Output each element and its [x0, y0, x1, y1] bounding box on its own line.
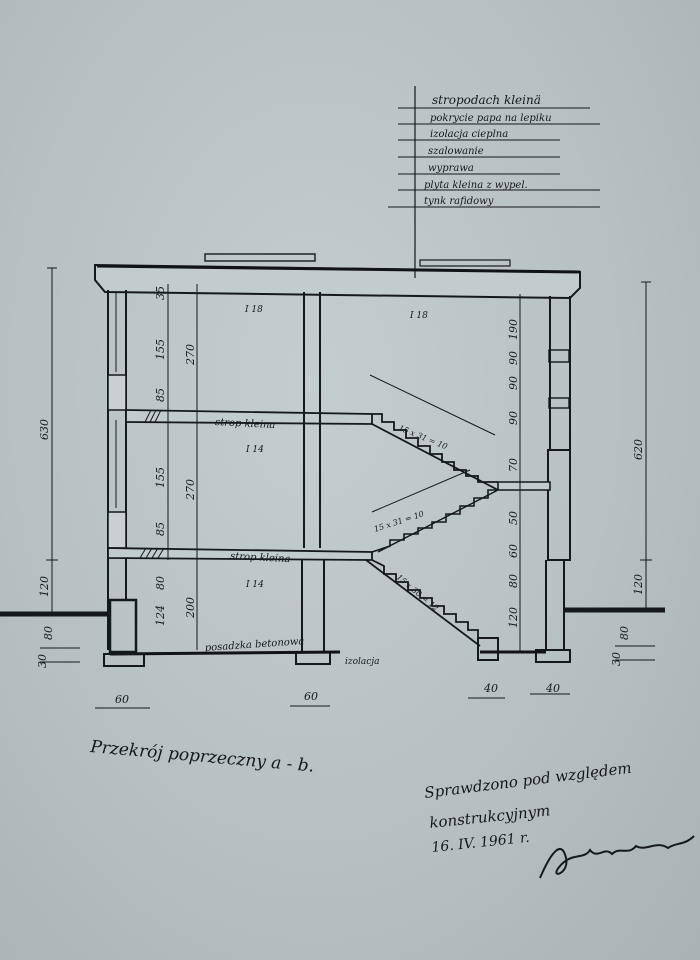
structural-labels: strop kleina strop kleina posadzka beton…: [204, 305, 448, 667]
dim-col-b-2: 270: [184, 479, 197, 501]
dim-right-col-2: 90: [507, 351, 520, 365]
dim-right-total: 620: [632, 439, 645, 460]
dim-left-30: 30: [36, 654, 49, 668]
dim-right-col-8: 80: [507, 574, 520, 588]
legend-line-2: pokrycie papa na lepiku: [430, 113, 552, 124]
dim-col-a-1: 155: [154, 339, 167, 360]
label-stair-upper: 15 x 31 = 10: [397, 424, 449, 452]
dim-left-total: 630: [38, 419, 51, 440]
label-strop-upper: strop kleina: [215, 417, 276, 431]
slab-hatching: [139, 409, 165, 559]
dim-right-col-3: 90: [507, 376, 520, 390]
handrail-lower: [371, 469, 471, 513]
central-column: [295, 292, 331, 665]
label-strop-lower: strop kleina: [230, 551, 291, 565]
dim-right-col-9: 120: [507, 607, 520, 628]
dim-col-a-5: 80: [154, 576, 167, 590]
dim-right-80: 80: [618, 626, 631, 640]
label-insulation: izolacja: [345, 657, 379, 667]
legend-line-7: tynk rafidowy: [424, 196, 494, 207]
dim-right-col-7: 60: [507, 544, 520, 558]
dim-col-a-4: 85: [154, 522, 167, 536]
dim-right-30: 30: [610, 652, 623, 666]
roof-vent: [419, 259, 511, 267]
approval-line-1: Sprawdzono pod względem: [423, 759, 632, 802]
stair-upper-flight: [371, 413, 499, 491]
dim-bottom-2: 60: [304, 690, 318, 703]
label-beam-top-2: I 18: [409, 311, 428, 321]
legend-line-1: stropodach kleinä: [432, 93, 541, 107]
dim-right-col-6: 50: [507, 511, 520, 525]
dim-col-b-3: 200: [184, 597, 197, 619]
section-caption: Przekrój poprzeczny a - b.: [89, 737, 315, 777]
left-footing: [103, 653, 145, 667]
label-beam-low: I 14: [245, 580, 264, 590]
approval-date: 16. IV. 1961 r.: [431, 830, 531, 856]
ground-floor-line: [109, 650, 341, 656]
stair-landing: [497, 481, 551, 491]
left-wall: [107, 290, 138, 654]
dim-col-b-ground: 124: [154, 605, 167, 626]
label-stair-low: 15 x 30 = 12: [395, 573, 441, 613]
stair-middle-flight: [371, 489, 499, 553]
right-wall: [480, 296, 571, 663]
approval-line-2: konstrukcyjnym: [429, 801, 552, 832]
approval-signature: [539, 835, 695, 879]
dimension-lines: 630 120 80 30 620 120 80 30 35 155 85 15…: [36, 267, 655, 709]
dim-col-a-3: 155: [154, 467, 167, 488]
dim-left-80: 80: [42, 626, 55, 640]
label-stair-mid: 15 x 31 = 10: [373, 509, 425, 534]
label-beam-top: I 18: [244, 305, 263, 315]
dim-right-col-4: 90: [507, 411, 520, 425]
dim-bottom-3: 40: [483, 682, 498, 695]
roof-skylight: [204, 253, 316, 262]
layer-legend: stropodach kleinä pokrycie papa na lepik…: [388, 93, 600, 208]
legend-line-4: szalowanie: [428, 146, 484, 157]
legend-line-3: izolacja cieplna: [430, 129, 508, 140]
building-section: [0, 86, 665, 667]
handrail-upper: [369, 374, 496, 436]
legend-line-6: plyta kleina z wypel.: [424, 180, 528, 191]
dim-col-a-2: 85: [154, 388, 167, 402]
stair-lower-flight: [365, 559, 499, 661]
dim-left-120: 120: [38, 576, 51, 597]
legend-line-5: wyprawa: [428, 163, 474, 174]
approval-note: Sprawdzono pod względem konstrukcyjnym 1…: [423, 759, 695, 879]
dim-right-120: 120: [632, 574, 645, 595]
dim-bottom-4: 40: [545, 682, 560, 695]
dim-col-a-top: 35: [154, 286, 167, 300]
dim-col-b-1: 270: [184, 344, 197, 366]
dim-right-col-1: 190: [507, 319, 520, 340]
dim-bottom-1: 60: [115, 693, 129, 706]
label-beam-mid: I 14: [245, 445, 264, 455]
dim-right-col-5: 70: [507, 458, 520, 472]
